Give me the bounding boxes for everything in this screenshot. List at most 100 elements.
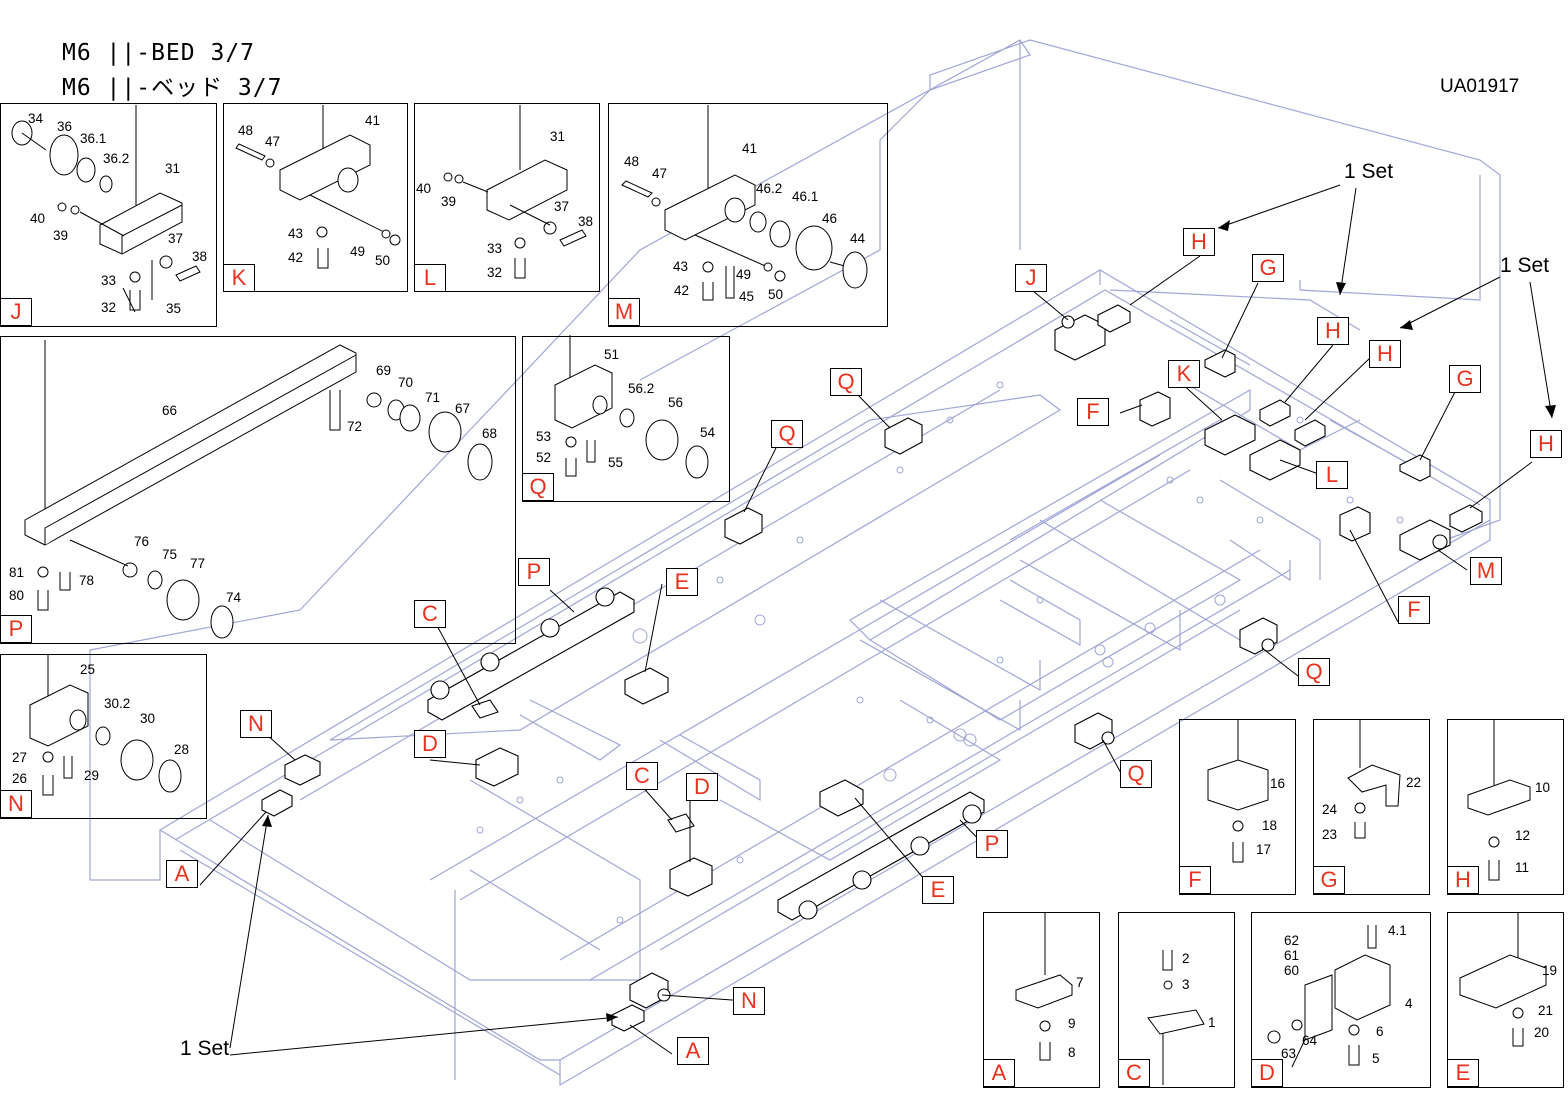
detail-part-drawings bbox=[11, 105, 1547, 1085]
page-title-japanese: M6 ||-ベッド 3/7 bbox=[62, 75, 283, 101]
part-number: 47 bbox=[652, 166, 668, 181]
part-number: 42 bbox=[674, 283, 690, 298]
part-number: 56.2 bbox=[628, 381, 655, 396]
part-number: 43 bbox=[673, 259, 689, 274]
callout-h: H bbox=[1530, 430, 1562, 458]
part-number: 70 bbox=[398, 375, 414, 390]
callout-j: J bbox=[1015, 264, 1047, 292]
callout-a: A bbox=[166, 860, 198, 888]
callout-q: Q bbox=[1120, 760, 1152, 788]
callout-c: C bbox=[626, 762, 658, 790]
part-number: 25 bbox=[80, 662, 96, 677]
part-number: 46.2 bbox=[756, 181, 783, 196]
part-number: 32 bbox=[101, 300, 117, 315]
panel-tag-h: H bbox=[1447, 866, 1479, 894]
callout-q: Q bbox=[830, 368, 862, 396]
part-number: 68 bbox=[482, 426, 498, 441]
part-number: 39 bbox=[441, 194, 457, 209]
part-number: 51 bbox=[604, 347, 620, 362]
callout-h: H bbox=[1317, 317, 1349, 345]
part-number: 62 bbox=[1284, 933, 1300, 948]
panel-tag-q: Q bbox=[522, 473, 554, 501]
part-number: 4.1 bbox=[1388, 923, 1407, 938]
panel-tag-n: N bbox=[0, 790, 32, 818]
part-number: 9 bbox=[1068, 1016, 1076, 1031]
part-number: 72 bbox=[347, 419, 363, 434]
part-number: 38 bbox=[578, 214, 594, 229]
detail-panel-f bbox=[1179, 719, 1296, 895]
part-number: 48 bbox=[238, 123, 254, 138]
part-number: 28 bbox=[174, 742, 190, 757]
detail-panel-c bbox=[1118, 912, 1235, 1088]
part-number: 31 bbox=[550, 129, 566, 144]
part-number: 52 bbox=[536, 450, 552, 465]
part-number: 74 bbox=[226, 590, 242, 605]
part-number: 54 bbox=[700, 425, 716, 440]
part-number: 2 bbox=[1182, 951, 1190, 966]
part-number: 46 bbox=[822, 211, 838, 226]
part-number: 49 bbox=[736, 267, 752, 282]
panel-tag-l: L bbox=[414, 264, 446, 292]
callout-p: P bbox=[518, 558, 550, 586]
part-number: 66 bbox=[162, 403, 178, 418]
part-number: 81 bbox=[9, 565, 25, 580]
callout-f: F bbox=[1077, 398, 1109, 426]
leader-lines bbox=[199, 184, 1553, 1068]
part-number: 23 bbox=[1322, 827, 1338, 842]
part-number: 41 bbox=[742, 141, 758, 156]
set-label: 1 Set bbox=[180, 1037, 230, 1060]
callout-g: G bbox=[1252, 254, 1284, 282]
part-number: 8 bbox=[1068, 1045, 1076, 1060]
part-number: 16 bbox=[1270, 776, 1286, 791]
detail-panel-p bbox=[0, 336, 516, 644]
part-number: 26 bbox=[12, 771, 28, 786]
callout-n: N bbox=[733, 987, 765, 1015]
part-number: 46.1 bbox=[792, 189, 819, 204]
callout-d: D bbox=[686, 773, 718, 801]
part-number: 50 bbox=[375, 253, 391, 268]
part-number: 61 bbox=[1284, 948, 1300, 963]
callout-f: F bbox=[1398, 596, 1430, 624]
panel-tag-e: E bbox=[1447, 1059, 1479, 1087]
mounting-holes bbox=[476, 381, 1404, 924]
part-number: 36.1 bbox=[80, 131, 107, 146]
part-number: 11 bbox=[1515, 860, 1530, 875]
arrowheads bbox=[262, 220, 1556, 1022]
part-number: 77 bbox=[190, 556, 206, 571]
part-number: 63 bbox=[1281, 1046, 1297, 1061]
callout-k: K bbox=[1168, 360, 1200, 388]
page-title: M6 ||-BED 3/7 bbox=[62, 40, 256, 66]
callout-q: Q bbox=[1298, 658, 1330, 686]
part-number: 80 bbox=[9, 588, 25, 603]
part-number: 43 bbox=[288, 226, 304, 241]
part-number: 33 bbox=[487, 241, 503, 256]
callout-g: G bbox=[1449, 365, 1481, 393]
part-number: 37 bbox=[168, 231, 184, 246]
part-number: 27 bbox=[12, 750, 28, 765]
part-number: 36 bbox=[57, 119, 73, 134]
part-number: 47 bbox=[265, 134, 281, 149]
part-number: 69 bbox=[376, 363, 392, 378]
callout-n: N bbox=[240, 710, 272, 738]
panel-tag-d: D bbox=[1251, 1059, 1283, 1087]
detail-panel-j bbox=[0, 103, 217, 327]
panel-tag-c: C bbox=[1118, 1059, 1150, 1087]
panel-tag-a: A bbox=[983, 1059, 1015, 1087]
part-number: 48 bbox=[624, 154, 640, 169]
part-number: 24 bbox=[1322, 802, 1338, 817]
detail-panel-q bbox=[522, 336, 730, 502]
detail-panel-k bbox=[223, 103, 408, 292]
callout-e: E bbox=[922, 876, 954, 904]
part-number: 53 bbox=[536, 429, 552, 444]
part-number: 18 bbox=[1262, 818, 1278, 833]
part-number: 39 bbox=[53, 228, 69, 243]
part-number: 40 bbox=[30, 211, 46, 226]
part-number: 5 bbox=[1372, 1051, 1380, 1066]
callout-q: Q bbox=[771, 420, 803, 448]
part-number: 30.2 bbox=[104, 696, 131, 711]
part-number: 4 bbox=[1405, 996, 1413, 1011]
part-number: 7 bbox=[1076, 975, 1084, 990]
callout-h: H bbox=[1369, 340, 1401, 368]
